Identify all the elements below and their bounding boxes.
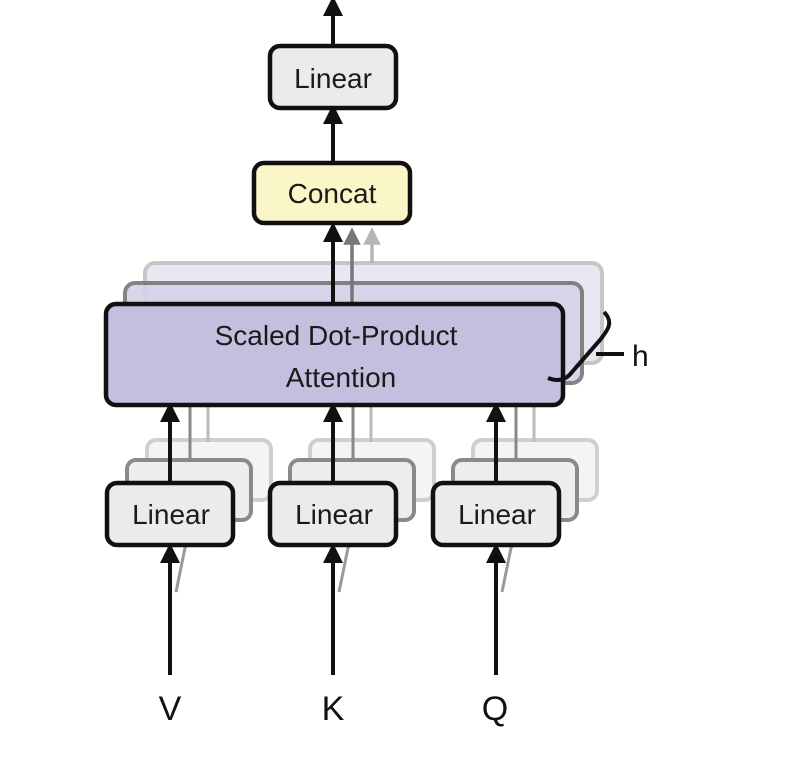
heads-label: h bbox=[632, 340, 649, 373]
concat-box: Concat bbox=[251, 160, 413, 226]
input-k-label: K bbox=[322, 690, 345, 728]
concat-label: Concat bbox=[288, 178, 377, 209]
ghost-arrows bbox=[174, 227, 536, 593]
input-q-label: Q bbox=[482, 690, 508, 728]
input-v-label: V bbox=[159, 690, 182, 728]
heads-bracket bbox=[547, 310, 624, 382]
scaled-dot-product-attention-box: Scaled Dot-Product Attention bbox=[103, 301, 566, 408]
linear-box-v: Linear bbox=[104, 480, 236, 548]
attention-label-line1: Scaled Dot-Product bbox=[215, 320, 458, 351]
linear-q-label: Linear bbox=[458, 499, 536, 530]
main-arrows bbox=[160, 0, 506, 675]
attention-label-line2: Attention bbox=[286, 362, 397, 393]
linear-box-q: Linear bbox=[430, 480, 562, 548]
linear-k-label: Linear bbox=[295, 499, 373, 530]
linear-v-label: Linear bbox=[132, 499, 210, 530]
output-linear-box: Linear bbox=[267, 43, 399, 111]
output-linear-label: Linear bbox=[294, 63, 372, 94]
linear-box-k: Linear bbox=[267, 480, 399, 548]
